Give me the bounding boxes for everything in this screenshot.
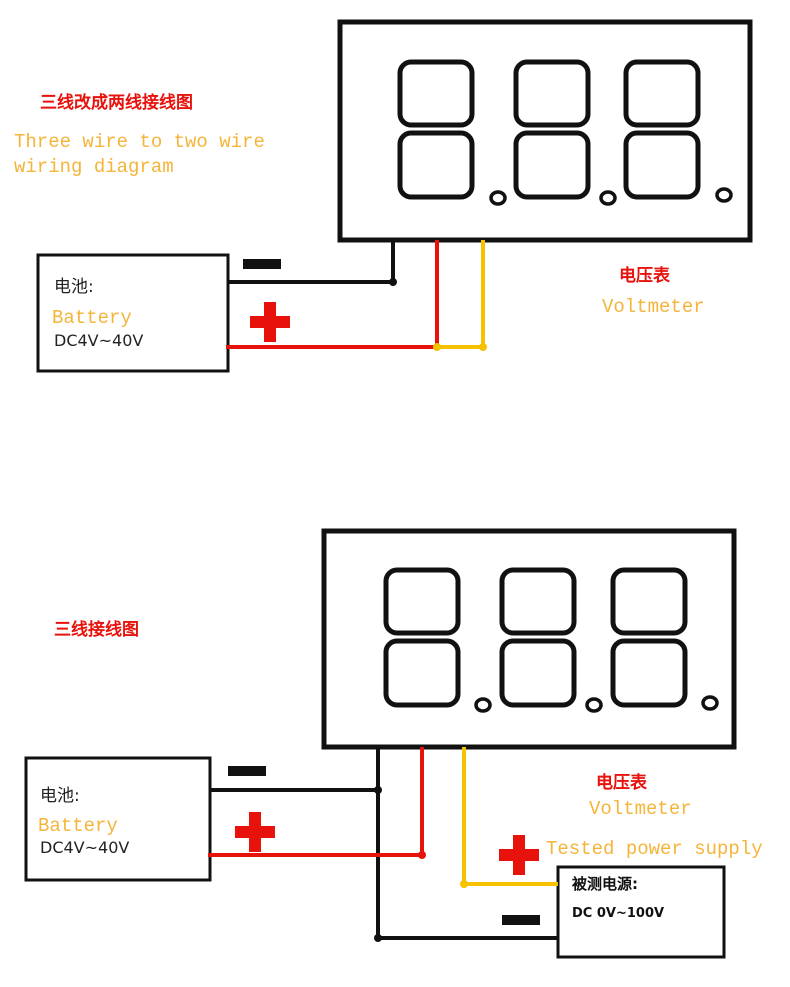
top-voltmeter-display bbox=[337, 19, 753, 243]
top-plus-icon bbox=[250, 302, 290, 342]
top-title-en-line1: Three wire to two wire bbox=[14, 131, 265, 153]
top-meter-label-en: Voltmeter bbox=[602, 296, 705, 318]
tested-power-supply-box bbox=[556, 865, 726, 959]
top-title-cn: 三线改成两线接线图 bbox=[40, 93, 193, 113]
top-battery-box bbox=[36, 253, 230, 373]
tested-supply-label-cn: 被测电源: bbox=[572, 875, 638, 893]
top-decimal-point-3 bbox=[715, 187, 733, 203]
top-battery-label-en: Battery bbox=[52, 307, 132, 329]
bottom-meter-label-en: Voltmeter bbox=[589, 798, 692, 820]
top-title-en-line2: wiring diagram bbox=[14, 156, 174, 178]
bottom-black-wire-common bbox=[376, 747, 558, 940]
bottom-battery-label-en: Battery bbox=[38, 815, 118, 837]
bottom-battery-box bbox=[24, 756, 212, 882]
top-digit-3 bbox=[626, 62, 698, 197]
top-minus-icon bbox=[243, 259, 281, 269]
bottom-red-wire bbox=[208, 747, 424, 857]
bottom-title-cn: 三线接线图 bbox=[54, 620, 139, 640]
top-digit-2 bbox=[516, 62, 588, 197]
top-digit-1 bbox=[400, 62, 472, 197]
top-meter-label-cn: 电压表 bbox=[619, 266, 670, 286]
bottom-digit-1 bbox=[386, 570, 458, 705]
top-decimal-point-2 bbox=[599, 190, 617, 206]
top-red-wire bbox=[226, 240, 439, 349]
tested-supply-minus-icon bbox=[502, 915, 540, 925]
bottom-decimal-point-2 bbox=[585, 697, 603, 713]
bottom-battery-minus-icon bbox=[228, 766, 266, 776]
top-battery-label-cn: 电池: bbox=[54, 277, 94, 297]
top-yellow-wire bbox=[437, 240, 485, 349]
bottom-voltmeter-display bbox=[321, 528, 737, 750]
bottom-decimal-point-1 bbox=[474, 697, 492, 713]
bottom-decimal-point-3 bbox=[701, 695, 719, 711]
bottom-battery-label-cn: 电池: bbox=[40, 786, 80, 806]
top-decimal-point-1 bbox=[489, 190, 507, 206]
tested-supply-range: DC 0V~100V bbox=[572, 906, 665, 921]
top-battery-range: DC4V~40V bbox=[54, 331, 144, 350]
bottom-battery-plus-icon bbox=[235, 812, 275, 852]
tested-supply-plus-icon bbox=[499, 835, 539, 875]
bottom-digit-3 bbox=[613, 570, 685, 705]
bottom-battery-range: DC4V~40V bbox=[40, 838, 130, 857]
bottom-yellow-wire bbox=[462, 747, 558, 886]
bottom-digit-2 bbox=[502, 570, 574, 705]
tested-supply-label-en: Tested power supply bbox=[546, 838, 763, 860]
bottom-meter-label-cn: 电压表 bbox=[596, 773, 647, 793]
